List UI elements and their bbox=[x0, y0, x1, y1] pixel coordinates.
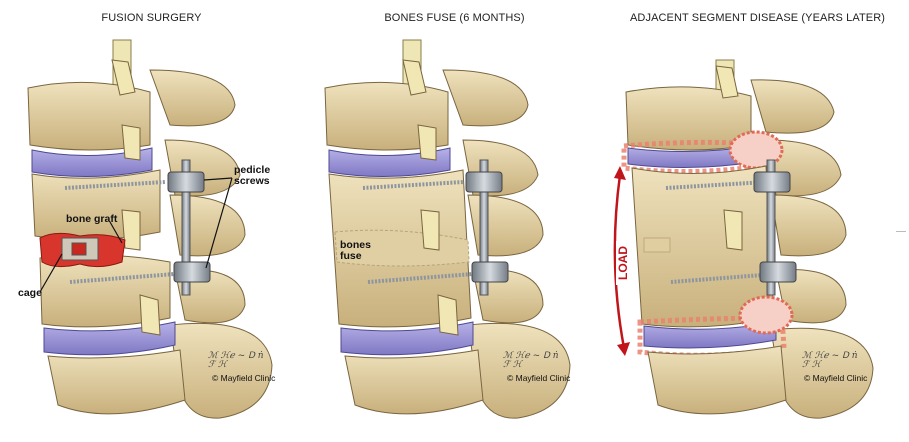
load-arrow bbox=[613, 174, 626, 349]
screw-head bbox=[759, 261, 797, 283]
vertebral-body bbox=[324, 81, 449, 151]
leader-line bbox=[109, 221, 123, 244]
leader-line bbox=[205, 177, 233, 269]
spinous-process bbox=[442, 69, 529, 127]
spinous-process bbox=[770, 194, 847, 257]
label-load: LOAD bbox=[616, 241, 630, 285]
screw-head bbox=[753, 171, 791, 193]
facet-joint bbox=[111, 59, 136, 96]
screw-head bbox=[465, 171, 503, 193]
facet-joint bbox=[715, 65, 739, 99]
arrowhead-up-icon bbox=[614, 166, 626, 180]
screw-thread bbox=[670, 272, 777, 284]
screw-thread bbox=[362, 180, 464, 190]
screw-thread bbox=[367, 272, 474, 284]
fusion-rod bbox=[766, 159, 776, 296]
screw-head bbox=[471, 261, 509, 283]
vertebral-body bbox=[27, 81, 151, 151]
cage-window bbox=[71, 242, 87, 256]
spinous-process bbox=[169, 194, 246, 257]
label-bones-fuse: bones fuse bbox=[340, 239, 371, 262]
vertebral-body bbox=[647, 345, 787, 415]
facet-joint bbox=[417, 124, 437, 161]
fusion-rod bbox=[479, 159, 489, 296]
vertebral-body bbox=[47, 349, 186, 415]
spinous-process bbox=[775, 268, 847, 324]
vertebral-body bbox=[31, 169, 161, 241]
facet-joint bbox=[121, 124, 141, 161]
spinous-process bbox=[174, 268, 246, 324]
panel-title: ADJACENT SEGMENT DISEASE (YEARS LATER) bbox=[629, 12, 886, 24]
copyright: © Mayfield Clinic bbox=[212, 373, 276, 383]
facet-joint bbox=[437, 294, 459, 336]
spinous-process bbox=[467, 194, 544, 257]
inflamed-facet bbox=[728, 130, 784, 170]
sacrum bbox=[770, 327, 874, 419]
arrowhead-down-icon bbox=[617, 342, 630, 356]
facet-joint bbox=[420, 209, 440, 251]
facet-joint bbox=[121, 209, 141, 251]
inflamed-facet bbox=[738, 295, 794, 335]
label-pedicle-screws: pedicle screws bbox=[234, 164, 271, 187]
label-cage: cage bbox=[18, 287, 42, 299]
screw-thread bbox=[665, 180, 767, 190]
panel-adjacent-segment-disease: ADJACENT SEGMENT DISEASE (YEARS LATER) bbox=[606, 0, 909, 442]
spine-illustration bbox=[613, 59, 874, 419]
facet-joint bbox=[402, 59, 427, 96]
screw-head bbox=[167, 171, 205, 193]
intervertebral-disc bbox=[328, 147, 451, 178]
leader-line bbox=[203, 177, 233, 181]
leader-line bbox=[39, 253, 63, 293]
spine-illustration bbox=[324, 39, 571, 419]
screw-head bbox=[173, 261, 211, 283]
intervertebral-disc bbox=[31, 147, 153, 178]
degenerated-disc bbox=[643, 321, 777, 349]
fusion-rod bbox=[181, 159, 191, 296]
panel-bones-fuse: BONES FUSE (6 MONTHS) bbox=[303, 0, 606, 442]
spinous-process bbox=[472, 268, 544, 324]
facet-joint bbox=[139, 294, 161, 336]
sacrum bbox=[467, 322, 571, 419]
screw-thread bbox=[69, 272, 176, 284]
copyright: © Mayfield Clinic bbox=[507, 373, 571, 383]
panel-title: FUSION SURGERY bbox=[101, 12, 202, 24]
panel-title: BONES FUSE (6 MONTHS) bbox=[384, 12, 525, 24]
divider-tick bbox=[896, 231, 906, 232]
copyright: © Mayfield Clinic bbox=[804, 373, 868, 383]
label-bone-graft: bone graft bbox=[66, 213, 118, 225]
facet-joint bbox=[723, 209, 743, 251]
spinous-process bbox=[750, 79, 835, 134]
sacrum bbox=[169, 322, 273, 419]
spine-illustration bbox=[27, 39, 273, 419]
vertebral-body bbox=[344, 349, 484, 415]
spinous-process bbox=[149, 69, 236, 127]
panel-fusion-surgery: FUSION SURGERY bbox=[0, 0, 303, 442]
fusion-zone bbox=[643, 237, 671, 253]
screw-thread bbox=[64, 180, 166, 190]
